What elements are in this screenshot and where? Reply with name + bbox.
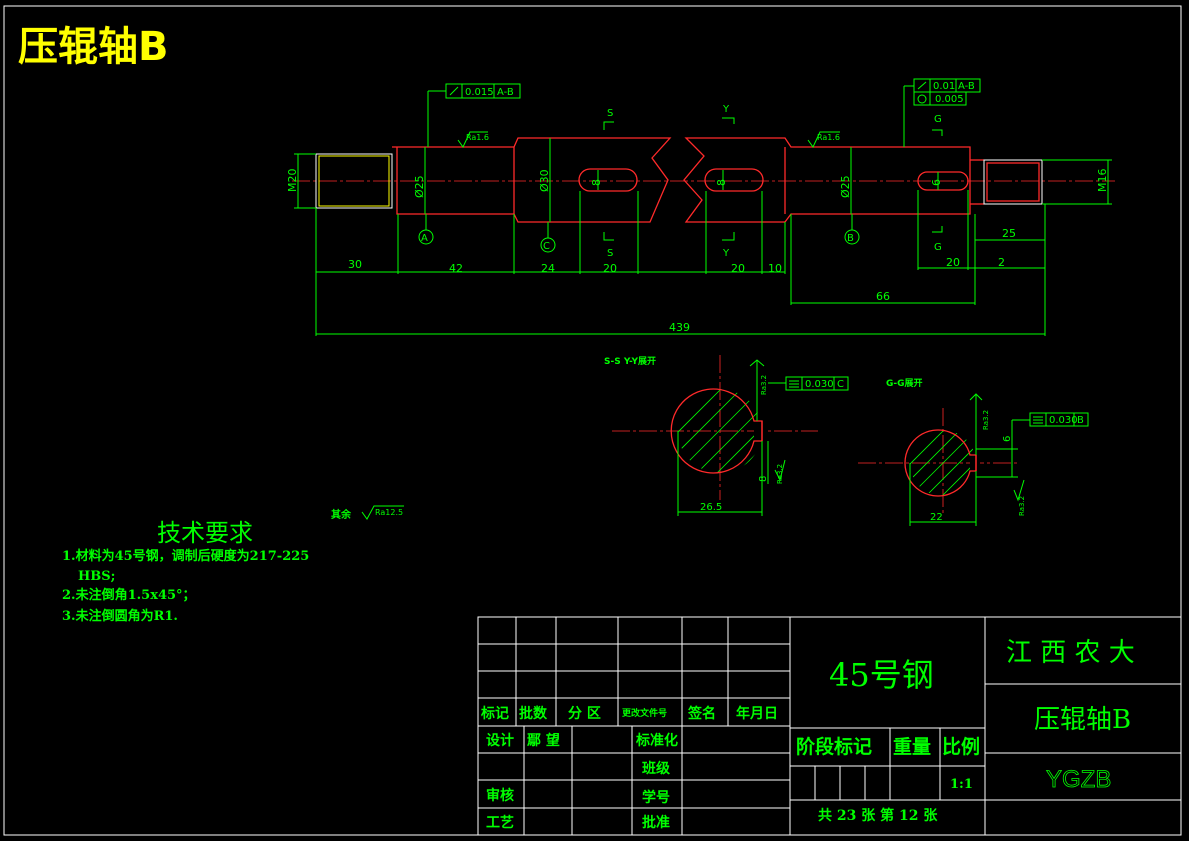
- gdt-right-frame: [903, 78, 981, 147]
- dia25-left-label: Ø25: [413, 175, 426, 198]
- key-8b-label: 8: [715, 179, 728, 186]
- datum-c: C: [543, 241, 550, 252]
- dim-439: 439: [669, 321, 690, 334]
- sheet-count: 共 23 张 第 12 张: [818, 807, 938, 824]
- dim-66: 66: [876, 290, 890, 303]
- label-student-no: 学号: [642, 789, 670, 806]
- dim-20b: 20: [731, 262, 745, 275]
- m16-label: M16: [1096, 169, 1109, 193]
- tech-line1: 1.材料为45号钢，调制后硬度为217-225: [62, 548, 309, 564]
- label-approve: 批准: [642, 814, 670, 831]
- col-mark: 标记: [480, 705, 509, 722]
- left-thread-outline: [315, 153, 393, 209]
- col-docno: 更改文件号: [622, 707, 667, 719]
- shaft-left-body: [392, 137, 672, 223]
- keyway-s: [578, 168, 638, 192]
- datum-b: B: [847, 233, 854, 244]
- gg-roughness-a: Ra3.2: [982, 410, 990, 430]
- roughness-right: Ra1.6: [817, 133, 840, 142]
- tech-line2: 2.未注倒角1.5x45°；: [62, 587, 196, 603]
- gdt-right-datum: A-B: [958, 81, 975, 92]
- ss-gdt-datum: C: [837, 379, 844, 390]
- gg-gdt-datum: B: [1077, 415, 1084, 426]
- section-s-top: S: [607, 108, 613, 119]
- section-g-top: G: [934, 114, 942, 125]
- gg-key-dim: 6: [1002, 436, 1013, 442]
- section-g-bottom: G: [934, 242, 942, 253]
- rest-roughness-value: Ra12.5: [375, 508, 403, 517]
- dim-20a: 20: [603, 262, 617, 275]
- ss-width-dim: 26.5: [700, 502, 722, 513]
- col-zone: 分 区: [568, 706, 601, 722]
- col-count: 批数: [519, 705, 548, 722]
- ss-roughness-b: Ra3.2: [776, 464, 784, 484]
- right-thread-outline: [983, 159, 1043, 205]
- school-name: 江 西 农 大: [1006, 638, 1135, 668]
- section-gg-label: G-G展开: [886, 378, 923, 389]
- dim-42: 42: [449, 262, 463, 275]
- label-class: 班级: [642, 760, 671, 777]
- gdt-left-frame: [427, 83, 521, 147]
- dim-2: 2: [998, 256, 1005, 269]
- tech-line3: 3.未注倒圆角为R1.: [62, 608, 178, 624]
- ss-gdt-value: 0.030: [805, 379, 834, 390]
- scale-value: 1:1: [950, 777, 973, 792]
- col-date: 年月日: [736, 705, 778, 722]
- designer-name: 鄢 望: [527, 732, 560, 749]
- gdt-left-datum: A-B: [497, 87, 514, 98]
- datum-a: A: [421, 233, 428, 244]
- title-block-text: 标记 批数 分 区 更改文件号 签名 年月日 设计 鄢 望 标准化 班级 审核 …: [480, 638, 1135, 831]
- tech-line1b: HBS;: [78, 569, 115, 584]
- dim-25: 25: [1002, 227, 1016, 240]
- ss-roughness-a: Ra3.2: [760, 375, 768, 395]
- rest-roughness-label: 其余: [331, 508, 352, 521]
- ss-key-dim: 8: [758, 476, 769, 482]
- gg-width-dim: 22: [930, 512, 943, 523]
- dim-24: 24: [541, 262, 555, 275]
- left-thread-root: [318, 155, 390, 207]
- linear-dimensions: [315, 190, 1046, 336]
- label-process: 工艺: [486, 814, 514, 831]
- tech-heading: 技术要求: [157, 519, 253, 547]
- shaft-right-body: [683, 137, 971, 223]
- section-y-bottom: Y: [722, 248, 730, 259]
- part-code: YGZB: [1046, 766, 1111, 793]
- key-6-label: 6: [930, 179, 943, 186]
- dim-30: 30: [348, 258, 362, 271]
- section-y-top: Y: [722, 104, 730, 115]
- section-s-bottom: S: [607, 248, 613, 259]
- gdt-right-runout: 0.01: [933, 81, 955, 92]
- gg-roughness-b: Ra3.2: [1018, 496, 1026, 516]
- drawing-title: 压辊轴B: [18, 24, 169, 70]
- gdt-right-cylindricity: 0.005: [935, 94, 964, 105]
- col-sign: 签名: [687, 705, 716, 722]
- label-stage-mark: 阶段标记: [796, 735, 872, 758]
- section-ss: [612, 355, 849, 516]
- shaft-view: [292, 137, 1115, 223]
- key-8a-label: 8: [590, 179, 603, 186]
- dia30-label: Ø30: [538, 169, 551, 192]
- dim-20c: 20: [946, 256, 960, 269]
- section-gg: [858, 393, 1089, 526]
- label-design: 设计: [486, 732, 514, 749]
- title-block-grid: [477, 616, 1182, 836]
- label-weight: 重量: [893, 736, 931, 758]
- right-thread-root: [986, 162, 1040, 202]
- dia25-right-label: Ø25: [839, 175, 852, 198]
- label-scale: 比例: [942, 735, 980, 758]
- gg-gdt-value: 0.030: [1049, 415, 1078, 426]
- dim-10: 10: [768, 262, 782, 275]
- label-standard: 标准化: [635, 732, 678, 749]
- keyway-y: [704, 168, 764, 192]
- roughness-left: Ra1.6: [466, 133, 489, 142]
- keyway-g: [917, 171, 969, 191]
- gdt-left-value: 0.015: [465, 87, 494, 98]
- material: 45号钢: [829, 656, 934, 694]
- section-ss-label: S-S Y-Y展开: [604, 356, 656, 367]
- label-review: 审核: [486, 787, 514, 804]
- m20-label: M20: [286, 169, 299, 193]
- part-name: 压辊轴B: [1034, 705, 1131, 735]
